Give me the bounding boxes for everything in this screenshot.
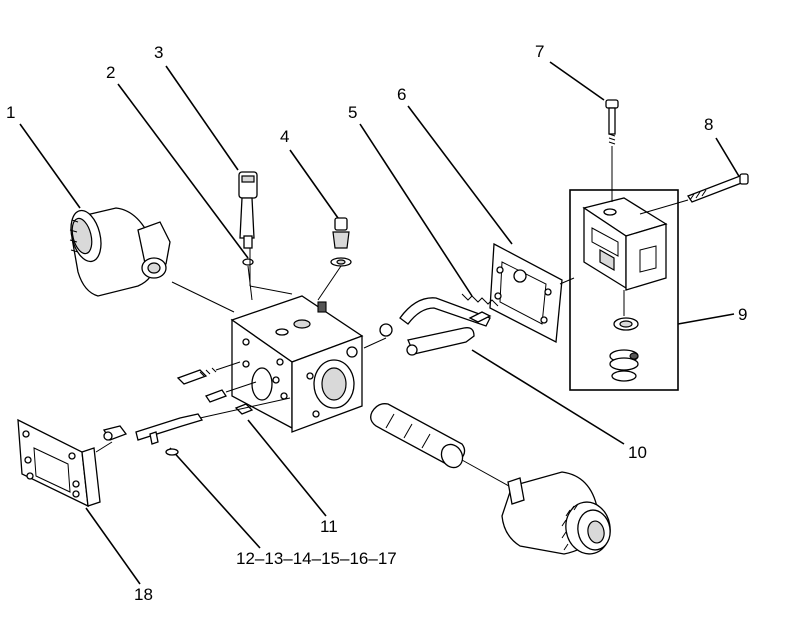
lower-solenoid bbox=[501, 471, 611, 555]
part-8-long-bolt bbox=[639, 173, 749, 215]
part-2-ring bbox=[242, 258, 254, 301]
part-6-gasket bbox=[489, 242, 575, 344]
callout-6: 6 bbox=[397, 85, 406, 104]
callout-18: 18 bbox=[134, 585, 153, 604]
part-1-solenoid bbox=[69, 207, 235, 313]
part-7-bolt bbox=[605, 99, 619, 202]
leader-lines bbox=[19, 61, 741, 585]
callout-2: 2 bbox=[106, 63, 115, 82]
part-18-plate bbox=[17, 418, 113, 508]
callout-3: 3 bbox=[154, 43, 163, 62]
parts-12-17-linkage bbox=[102, 361, 291, 456]
part-5-spring bbox=[363, 293, 499, 349]
part-11-pin bbox=[234, 403, 254, 415]
spool-plunger bbox=[370, 403, 517, 491]
callout-8: 8 bbox=[704, 115, 713, 134]
part-4-screw bbox=[317, 217, 352, 301]
callout-1: 1 bbox=[6, 103, 15, 122]
callout-10: 10 bbox=[628, 443, 647, 462]
callout-9: 9 bbox=[738, 305, 747, 324]
callout-7: 7 bbox=[535, 42, 544, 61]
valve-body bbox=[230, 295, 364, 433]
part-10-lever bbox=[406, 311, 492, 356]
callout-12-17: 12–13–14–15–16–17 bbox=[236, 549, 397, 568]
callout-5: 5 bbox=[348, 103, 357, 122]
part-9-housing-box bbox=[569, 189, 679, 391]
callout-11: 11 bbox=[320, 517, 338, 536]
callout-4: 4 bbox=[280, 127, 289, 146]
part-3-fitting bbox=[238, 171, 293, 295]
